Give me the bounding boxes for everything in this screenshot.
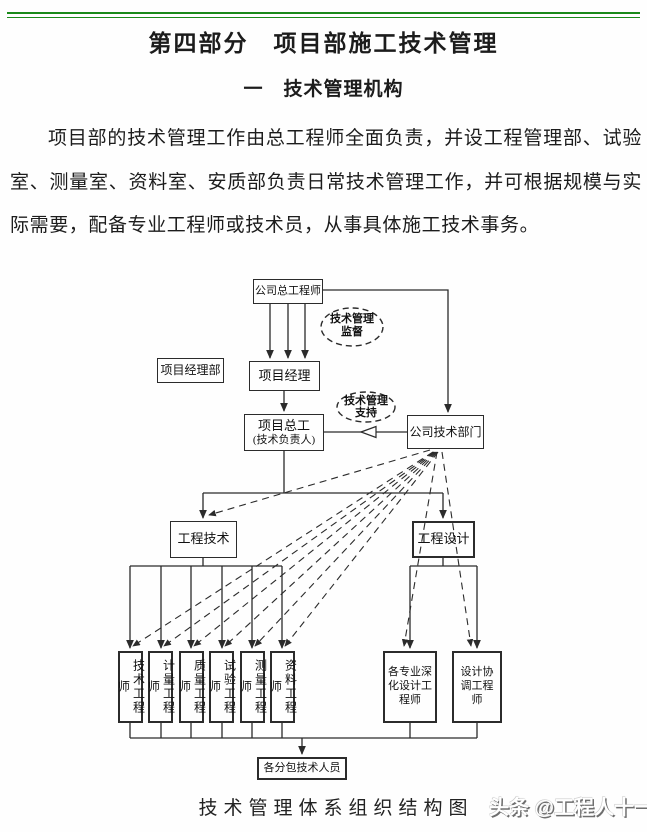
box-project-chief-line1: 项目总工 <box>257 417 310 433</box>
chart-caption: 技术管理体系组织结构图 <box>198 798 474 819</box>
box-engineering-technology: 工程技术 <box>170 521 237 558</box>
supervision-line1: 技术管理 <box>330 313 374 325</box>
box-metering-engineer: 计量工程师 <box>147 651 176 723</box>
dashed-support-arrows <box>132 449 474 647</box>
section-heading: 一 技术管理机构 <box>243 79 404 100</box>
support-line2: 支持 <box>355 407 377 419</box>
box-project-manager-dept: 项目经理部 <box>157 358 224 383</box>
box-documentation-engineer: 资料工程师 <box>269 651 298 723</box>
support-line1: 技术管理 <box>344 395 388 407</box>
solid-connectors <box>126 289 481 756</box>
green-double-rule <box>7 12 640 18</box>
box-engineering-design: 工程设计 <box>412 521 475 558</box>
dashed-ellipses <box>320 307 396 423</box>
body-paragraph: 项目部的技术管理工作由总工程师全面负责，并设工程管理部、试验室、测量室、资料室、… <box>10 128 642 236</box>
box-design-coordination-engineer: 设计协调工程师 <box>452 651 502 723</box>
box-technical-engineer: 技术工程师 <box>117 651 146 723</box>
open-triangle-arrow <box>359 425 377 439</box>
box-company-tech-dept: 公司技术部门 <box>407 415 484 449</box>
box-company-chief-engineer: 公司总工程师 <box>253 279 323 304</box>
page-title: 第四部分 项目部施工技术管理 <box>148 31 499 56</box>
box-project-manager: 项目经理 <box>249 361 320 391</box>
supervision-ellipse-outline <box>320 307 384 347</box>
supervision-ellipse-label: 技术管理 监督 <box>317 313 387 339</box>
box-deep-design-engineers: 各专业深化设计工程师 <box>383 651 437 723</box>
box-test-engineer: 试验工程师 <box>208 651 237 723</box>
box-survey-engineer: 测量工程师 <box>239 651 268 723</box>
support-ellipse-label: 技术管理 支持 <box>333 395 399 419</box>
box-project-chief-line2: (技术负责人) <box>252 433 316 446</box>
box-subcontractor-technicians: 各分包技术人员 <box>257 757 347 780</box>
support-ellipse-outline <box>336 391 396 423</box>
box-quality-engineer: 质量工程师 <box>178 651 207 723</box>
watermark: 头条 @工程人十一 <box>489 797 647 819</box>
box-project-chief: 项目总工 (技术负责人) <box>244 414 324 451</box>
supervision-line2: 监督 <box>341 326 363 338</box>
